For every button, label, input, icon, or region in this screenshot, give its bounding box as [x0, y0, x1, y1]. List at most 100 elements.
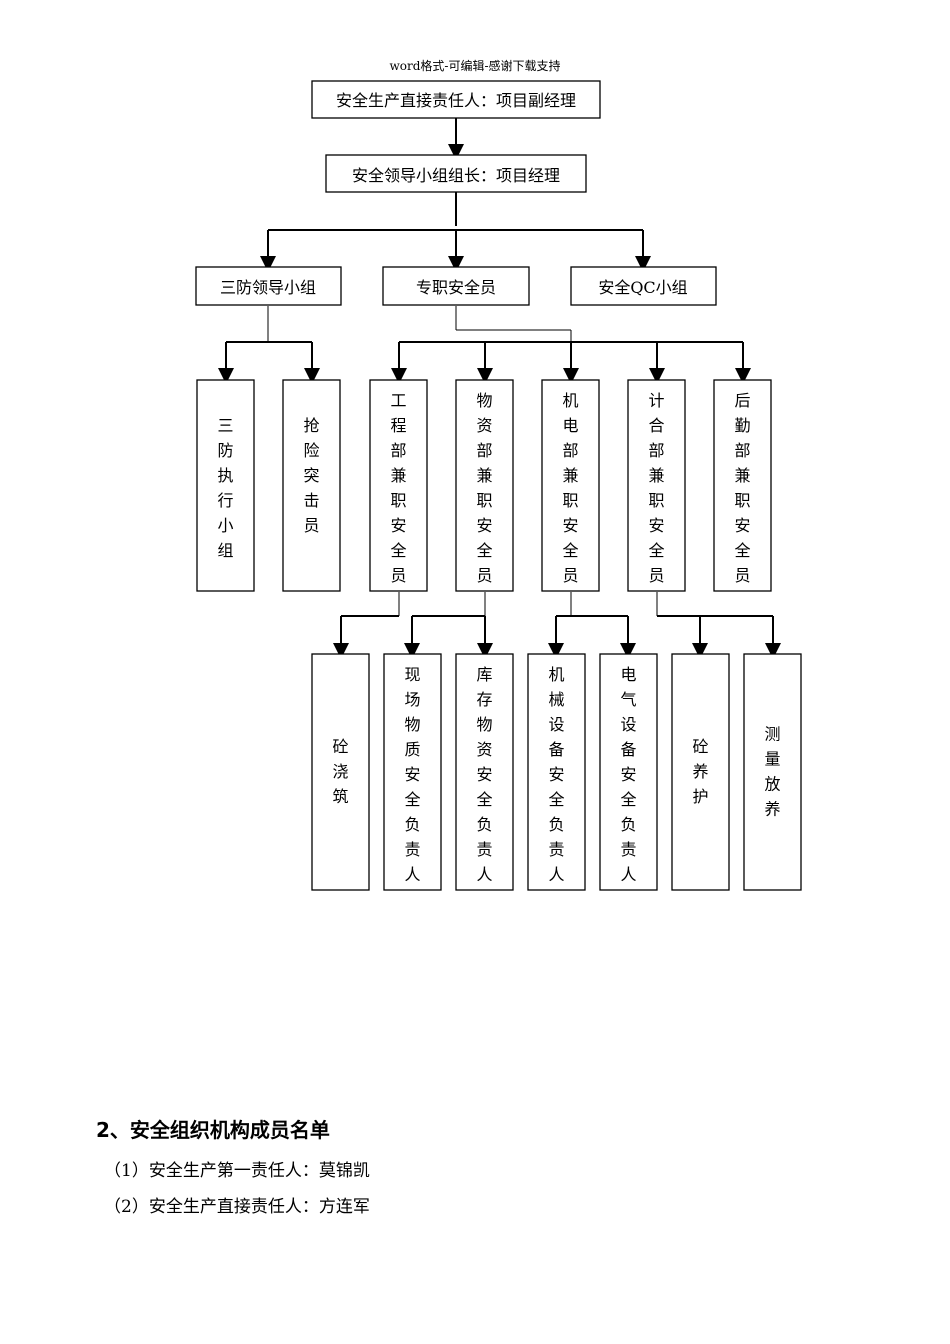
- node-leaf-5-char: 电: [620, 665, 636, 684]
- node-leaf-3-char: 存: [476, 690, 492, 709]
- node-officer-3-char: 职: [562, 491, 578, 510]
- node-officer-1-char: 工: [390, 391, 406, 410]
- svg-text:安全生产直接责任人：项目副经理: 安全生产直接责任人：项目副经理: [336, 91, 576, 110]
- node-leaf-2-char: 全: [404, 790, 420, 809]
- node-officer-4-char: 计: [648, 391, 664, 410]
- node-officer-4-char: 职: [648, 491, 664, 510]
- node-leaf-6: 砼养护: [671, 653, 730, 891]
- node-leaf-4-char: 全: [548, 790, 564, 809]
- node-officer-3-char: 电: [562, 416, 578, 435]
- node-officer-5-char: 部: [734, 441, 750, 460]
- node-officer-4-char: 安: [648, 516, 664, 535]
- node-officer-4-char: 全: [648, 541, 664, 560]
- node-sanfang-exec-char: 防: [217, 441, 233, 460]
- node-leaf-2-char: 场: [404, 690, 420, 709]
- node-leaf-2-char: 安: [404, 765, 420, 784]
- node-officer-4-char: 合: [648, 416, 664, 435]
- node-officer-2-char: 职: [476, 491, 492, 510]
- node-officer-1-char: 安: [390, 516, 406, 535]
- node-officer-1-char: 全: [390, 541, 406, 560]
- node-rescue-char: 突: [303, 466, 319, 485]
- member-line-2: （2）安全生产直接责任人：方连军: [104, 1197, 370, 1217]
- node-leaf-4-char: 备: [548, 740, 564, 759]
- node-sanfang-exec-char: 执: [217, 466, 233, 485]
- node-leader: 安全领导小组组长：项目经理: [325, 154, 587, 193]
- node-officer-5-char: 安: [734, 516, 750, 535]
- node-officer-5-char: 员: [734, 566, 750, 585]
- node-leaf-3-char: 全: [476, 790, 492, 809]
- node-officer-2-char: 兼: [476, 466, 492, 485]
- node-sanfang-exec-char: 三: [217, 416, 233, 435]
- node-officer-5-char: 兼: [734, 466, 750, 485]
- node-leaf-3-char: 库: [476, 665, 492, 684]
- node-leaf-4-char: 负: [548, 815, 564, 834]
- node-leaf-2-char: 人: [404, 865, 420, 884]
- node-leaf-1-char: 浇: [332, 762, 348, 781]
- node-officer-3-char: 安: [562, 516, 578, 535]
- node-officer-2-char: 资: [476, 416, 492, 435]
- node-leaf-2-char: 责: [404, 840, 420, 859]
- node-leaf-7-char: 量: [764, 750, 780, 769]
- node-leaf-5-char: 责: [620, 840, 636, 859]
- vertical-nodes: 三防执行小组抢险突击员工程部兼职安全员物资部兼职安全员机电部兼职安全员计合部兼职…: [196, 379, 802, 891]
- node-leaf-2-char: 现: [404, 665, 420, 684]
- node-leaf-3-char: 资: [476, 740, 492, 759]
- node-leaf-3-char: 人: [476, 865, 492, 884]
- node-officer-2-char: 安: [476, 516, 492, 535]
- node-group-qc: 安全QC小组: [570, 266, 717, 306]
- node-officer-3-char: 员: [562, 566, 578, 585]
- node-rescue-char: 击: [303, 491, 319, 510]
- node-group-zhuanzhi: 专职安全员: [382, 266, 530, 306]
- svg-text:安全QC小组: 安全QC小组: [598, 278, 687, 297]
- node-top: 安全生产直接责任人：项目副经理: [311, 80, 601, 119]
- node-officer-3-char: 机: [562, 391, 578, 410]
- node-officer-2-char: 全: [476, 541, 492, 560]
- node-officer-5-char: 后: [734, 391, 750, 410]
- node-leaf-6-char: 砼: [692, 737, 708, 756]
- node-leaf-5-char: 安: [620, 765, 636, 784]
- node-officer-2-char: 员: [476, 566, 492, 585]
- node-officer-5-char: 职: [734, 491, 750, 510]
- node-leaf-3-char: 安: [476, 765, 492, 784]
- node-leaf-7-char: 放: [764, 775, 780, 794]
- node-officer-1-char: 程: [390, 416, 406, 435]
- node-leaf-4-char: 机: [548, 665, 564, 684]
- node-leaf-5-char: 全: [620, 790, 636, 809]
- node-officer-3-char: 兼: [562, 466, 578, 485]
- node-group-sanfang: 三防领导小组: [195, 266, 342, 306]
- node-leaf-5-char: 负: [620, 815, 636, 834]
- svg-text:安全领导小组组长：项目经理: 安全领导小组组长：项目经理: [352, 166, 560, 185]
- svg-text:三防领导小组: 三防领导小组: [220, 278, 316, 297]
- node-leaf-7-char: 养: [764, 800, 780, 819]
- node-leaf-4-char: 人: [548, 865, 564, 884]
- node-rescue-char: 员: [303, 516, 319, 535]
- node-leaf-3-char: 负: [476, 815, 492, 834]
- node-leaf-1-char: 筑: [332, 787, 348, 806]
- member-line-1: （1）安全生产第一责任人：莫锦凯: [104, 1161, 370, 1181]
- node-leaf-7-char: 测: [764, 725, 780, 744]
- node-officer-4-char: 部: [648, 441, 664, 460]
- node-leaf-5-char: 人: [620, 865, 636, 884]
- node-officer-1-char: 部: [390, 441, 406, 460]
- node-leaf-4-char: 设: [548, 715, 564, 734]
- node-officer-1-char: 兼: [390, 466, 406, 485]
- node-leaf-2-char: 负: [404, 815, 420, 834]
- header-note: word格式-可编辑-感谢下载支持: [389, 59, 561, 73]
- node-officer-2-char: 物: [476, 391, 492, 410]
- node-leaf-2-char: 物: [404, 715, 420, 734]
- node-leaf-1: 砼浇筑: [311, 653, 370, 891]
- node-leaf-6-char: 护: [692, 787, 708, 806]
- node-leaf-3-char: 物: [476, 715, 492, 734]
- node-officer-3-char: 部: [562, 441, 578, 460]
- org-chart: 安全生产直接责任人：项目副经理 安全领导小组组长：项目经理 三防领导小组 专职安…: [195, 80, 802, 891]
- node-leaf-5-char: 设: [620, 715, 636, 734]
